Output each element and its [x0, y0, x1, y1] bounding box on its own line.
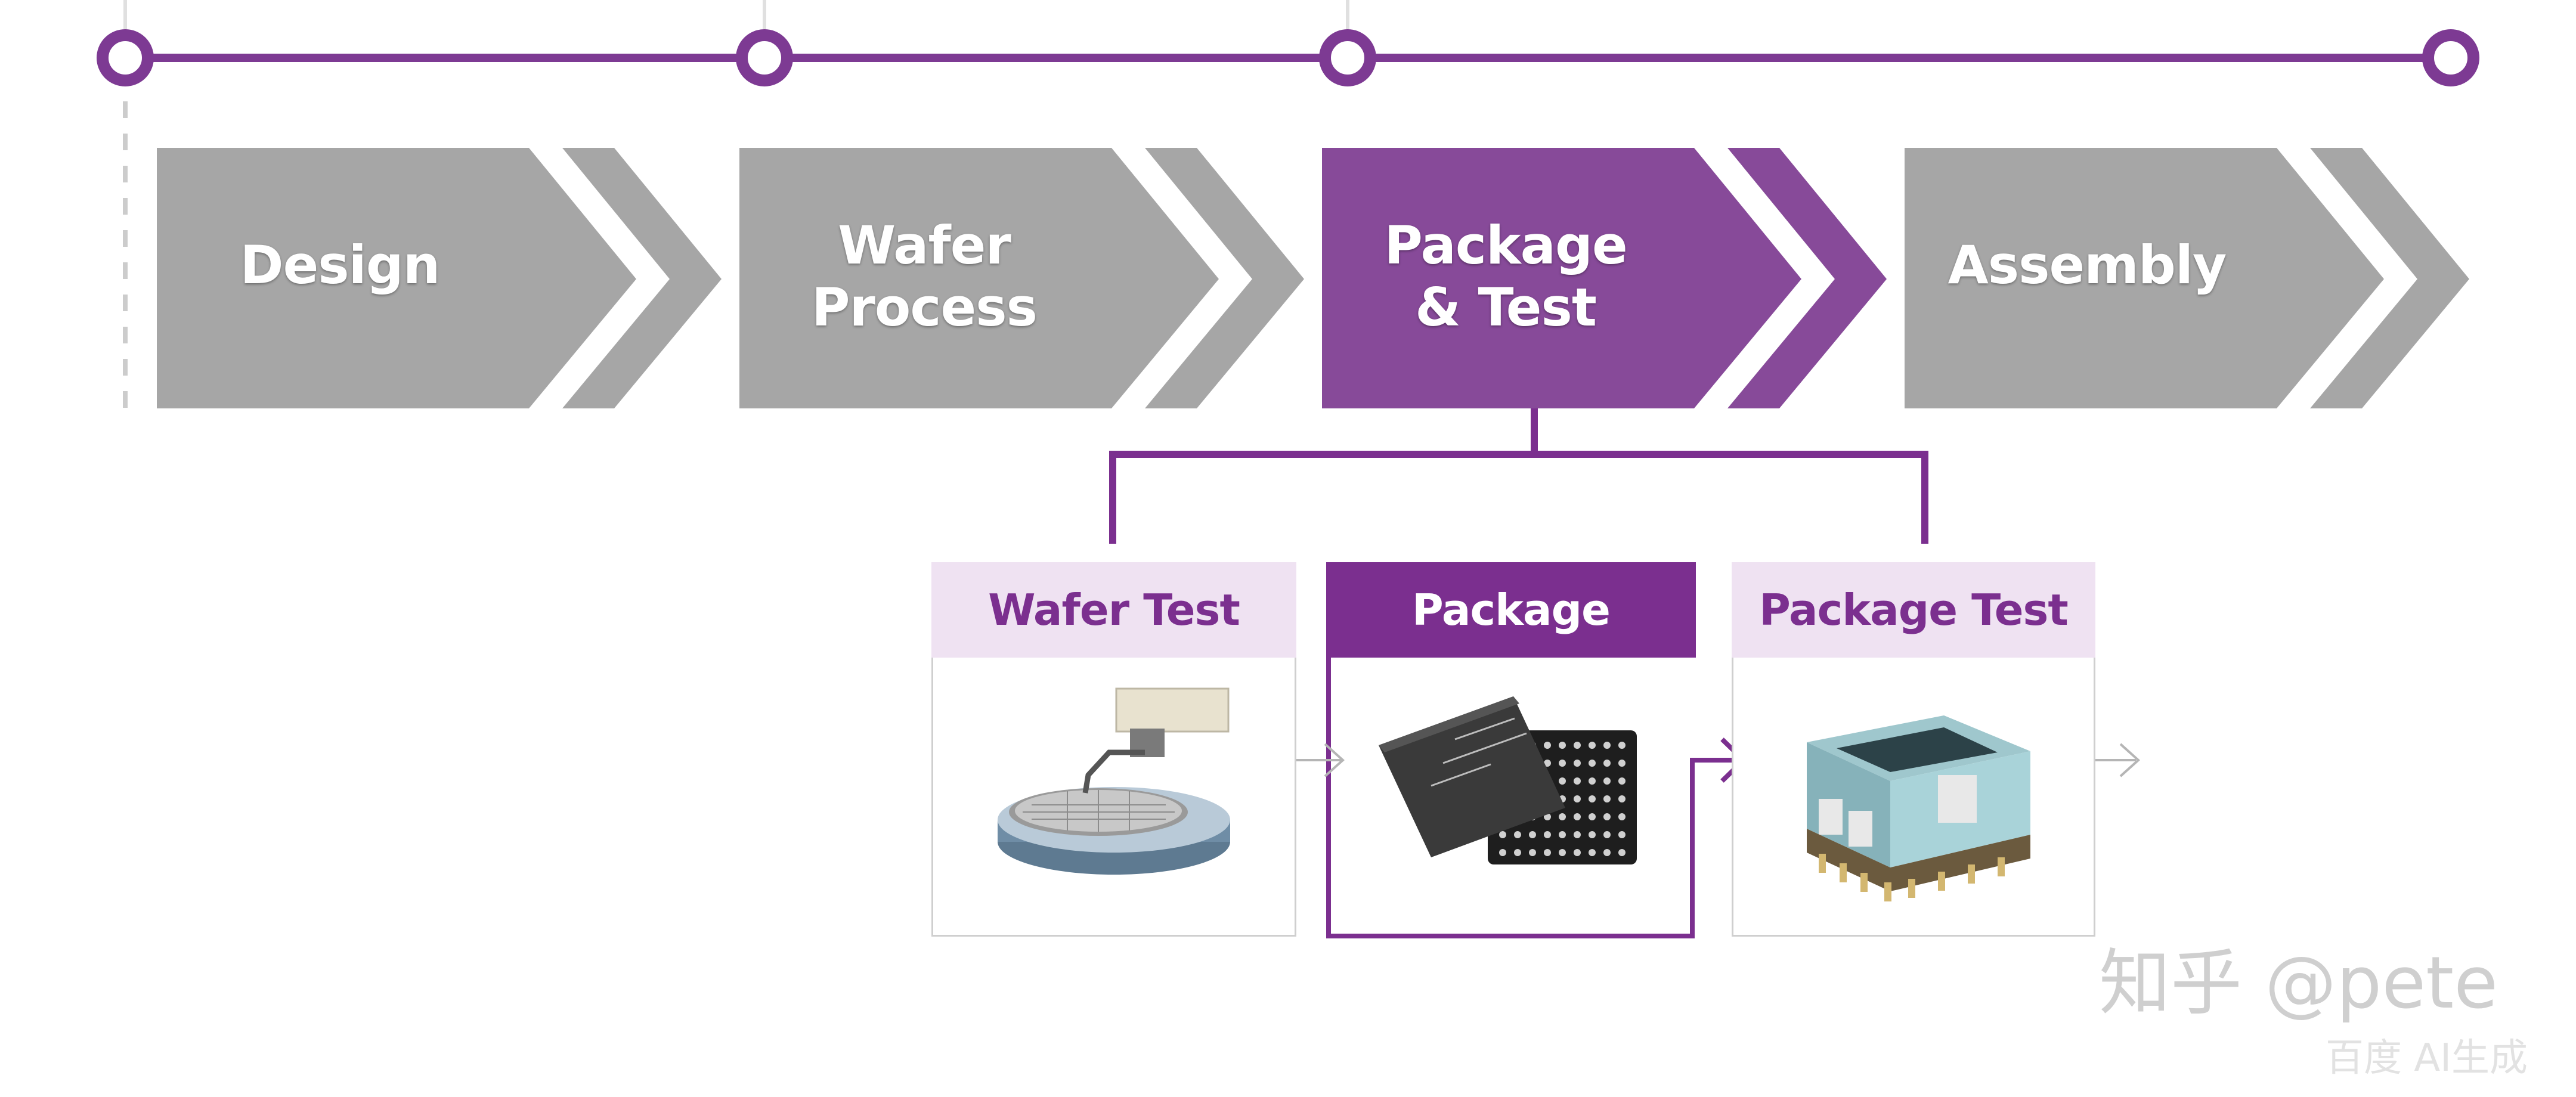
- flow-arrowhead: [1324, 743, 1345, 777]
- watermark-sub: 百度 AI生成: [2326, 1036, 2528, 1080]
- step-arrow-wafer-process: [739, 148, 1304, 408]
- step-label-assembly: Assembly: [1948, 234, 2227, 296]
- substep-header-package-test: Package Test: [1732, 562, 2095, 658]
- step-label-design: Design: [240, 234, 441, 296]
- watermark-main: 知乎 @pete: [2099, 942, 2498, 1025]
- branch-connector: [1109, 451, 1928, 544]
- flow-line: [1326, 656, 1740, 938]
- substep-header-package: Package: [1326, 562, 1696, 658]
- timeline-node: [2422, 29, 2479, 86]
- chip-package-icon: [1379, 696, 1637, 864]
- step-arrow-package-test: [1322, 148, 1887, 408]
- test-socket-icon: [1807, 715, 2030, 901]
- step-label-package-test: Package & Test: [1384, 215, 1627, 338]
- flow-arrowhead: [2119, 743, 2140, 777]
- wafer-probe-icon: [998, 687, 1230, 875]
- timeline-node: [97, 29, 154, 86]
- step-arrow-assembly: [1905, 148, 2469, 408]
- timeline-node: [1319, 29, 1376, 86]
- step-arrow-design: [157, 148, 722, 408]
- timeline-node: [736, 29, 793, 86]
- step-label-wafer-process: Wafer Process: [812, 215, 1038, 338]
- substep-header-wafer-test: Wafer Test: [931, 562, 1296, 658]
